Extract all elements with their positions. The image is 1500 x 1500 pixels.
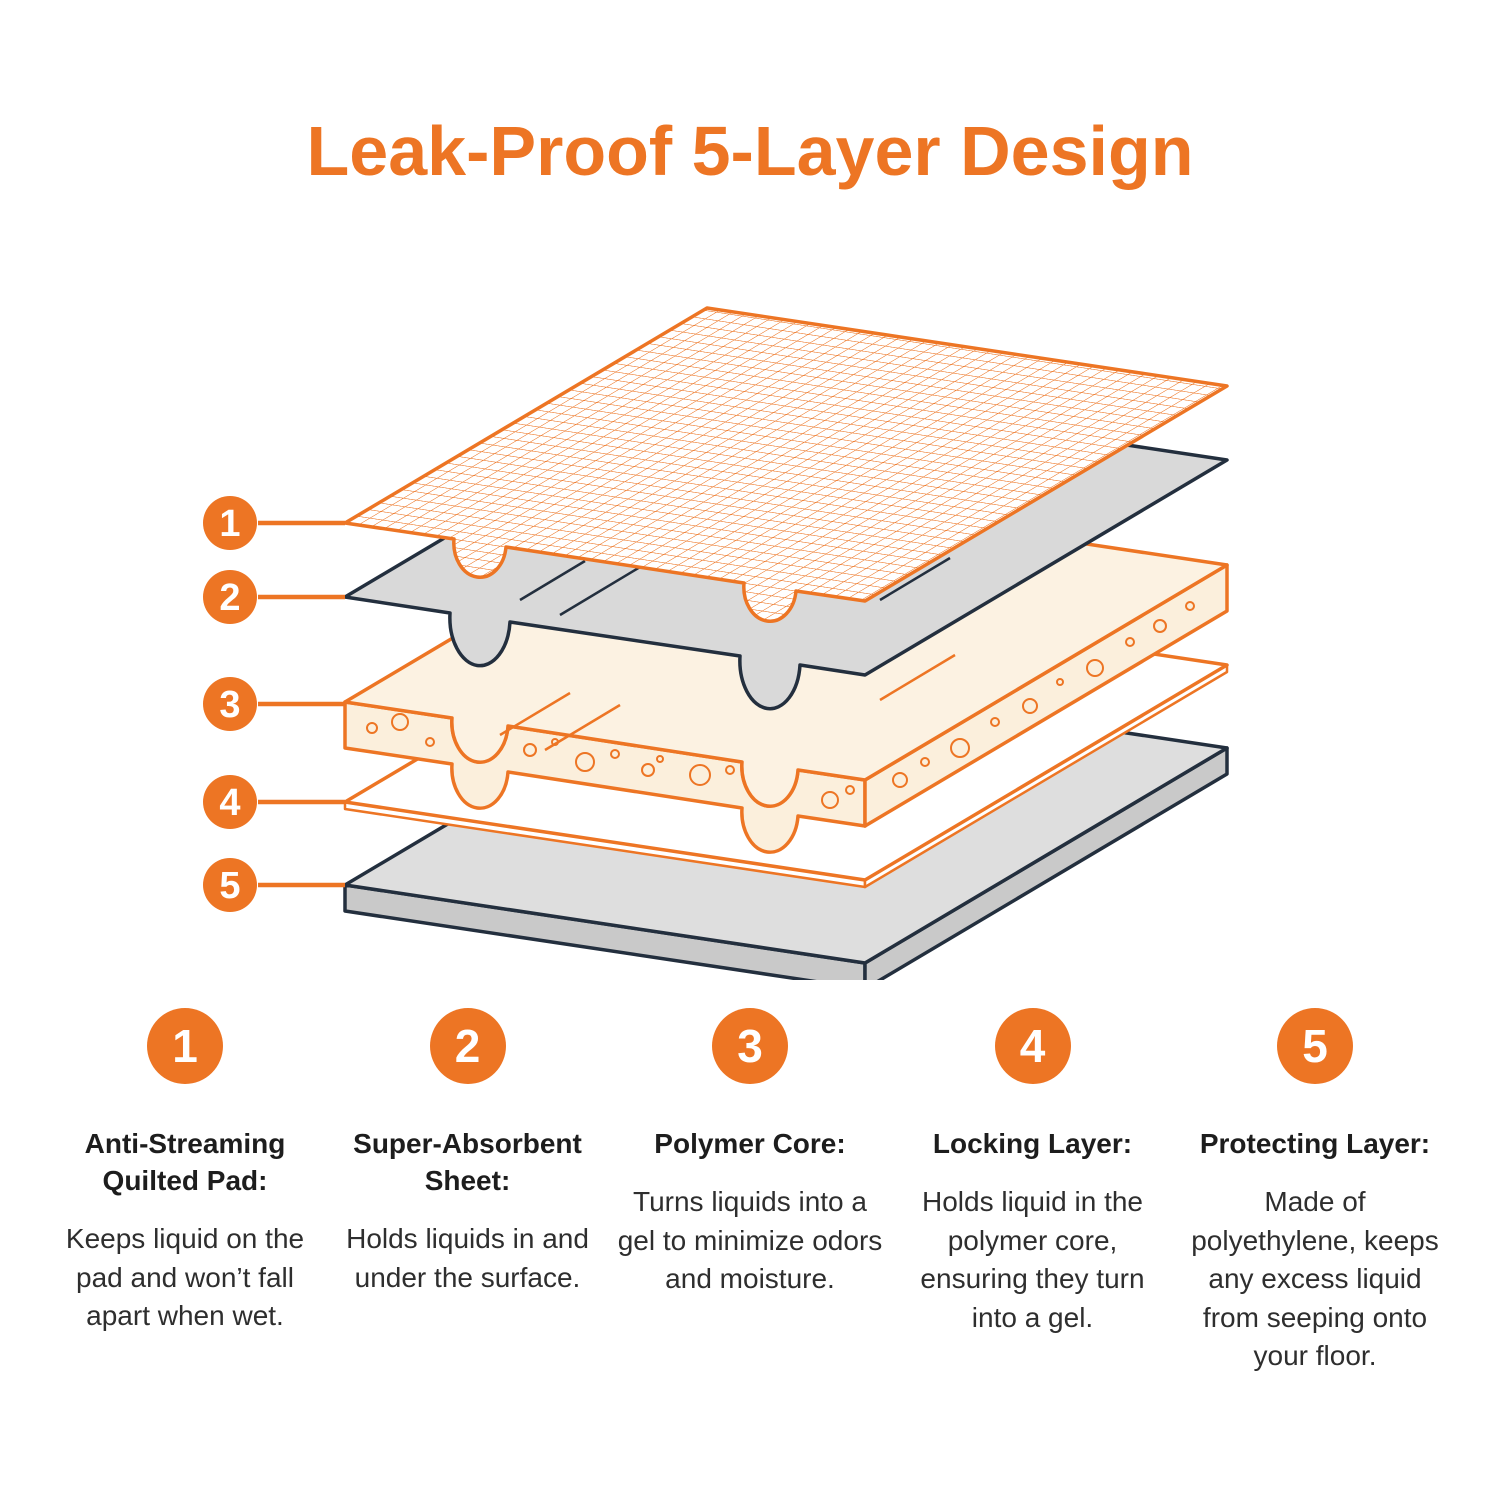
legend-heading-3: Polymer Core: [654, 1128, 846, 1159]
legend-item-5: 5 Protecting Layer: Made of polyethylene… [1182, 1008, 1448, 1376]
callout-5: 5 [203, 858, 345, 912]
absorbent-sheet-sheen-lines [519, 556, 951, 617]
legend-item-4: 4 Locking Layer: Holds liquid in the pol… [900, 1008, 1166, 1376]
legend-item-2: 2 Super-Absorbent Sheet: Holds liquids i… [335, 1008, 601, 1376]
legend-description-4: Holds liquid in the polymer core, ensuri… [920, 1185, 1145, 1333]
polymer-core-bubbles [366, 601, 1195, 809]
callout-1: 1 [203, 496, 345, 550]
callout-3: 3 [203, 677, 345, 731]
callout-4-number: 4 [219, 782, 240, 824]
legend-number-badge-3: 3 [712, 1008, 788, 1084]
callout-4: 4 [203, 775, 345, 829]
legend: 1 Anti-Streaming Quilted Pad: Keeps liqu… [0, 1008, 1500, 1376]
legend-heading-5: Protecting Layer: [1199, 1128, 1431, 1159]
legend-heading-2: Super-Absorbent Sheet: [353, 1128, 582, 1196]
legend-description-1: Keeps liquid on the pad and won’t fall a… [65, 1222, 305, 1332]
legend-number-badge-4: 4 [994, 1008, 1071, 1084]
legend-description-5: Made of polyethylene, keeps any excess l… [1191, 1185, 1439, 1372]
diagram-callouts: 1 2 3 4 [203, 496, 345, 912]
legend-item-1: 1 Anti-Streaming Quilted Pad: Keeps liqu… [52, 1008, 318, 1376]
legend-description-2: Holds liquids in and under the surface. [346, 1222, 589, 1293]
layer-diagram-svg: 1 2 3 4 [203, 306, 1229, 980]
callout-2: 2 [203, 570, 345, 624]
callout-1-number: 1 [219, 503, 240, 545]
page-title: Leak-Proof 5-Layer Design [306, 112, 1194, 190]
legend-description-3: Turns liquids into a gel to minimize odo… [617, 1185, 883, 1295]
legend-heading-1: Anti-Streaming Quilted Pad: [84, 1128, 286, 1196]
legend-number-badge-5: 5 [1277, 1008, 1353, 1084]
legend-item-3: 3 Polymer Core: Turns liquids into a gel… [617, 1008, 883, 1376]
diagram-layer-1-quilted-pad [343, 306, 1229, 623]
legend-heading-4: Locking Layer: [932, 1128, 1133, 1159]
callout-3-number: 3 [219, 684, 240, 726]
legend-number-badge-2: 2 [429, 1008, 506, 1084]
legend-number-badge-1: 1 [147, 1008, 223, 1084]
exploded-layer-diagram: 1 2 3 4 [0, 270, 1500, 980]
callout-5-number: 5 [219, 865, 240, 907]
callout-2-number: 2 [219, 577, 240, 619]
